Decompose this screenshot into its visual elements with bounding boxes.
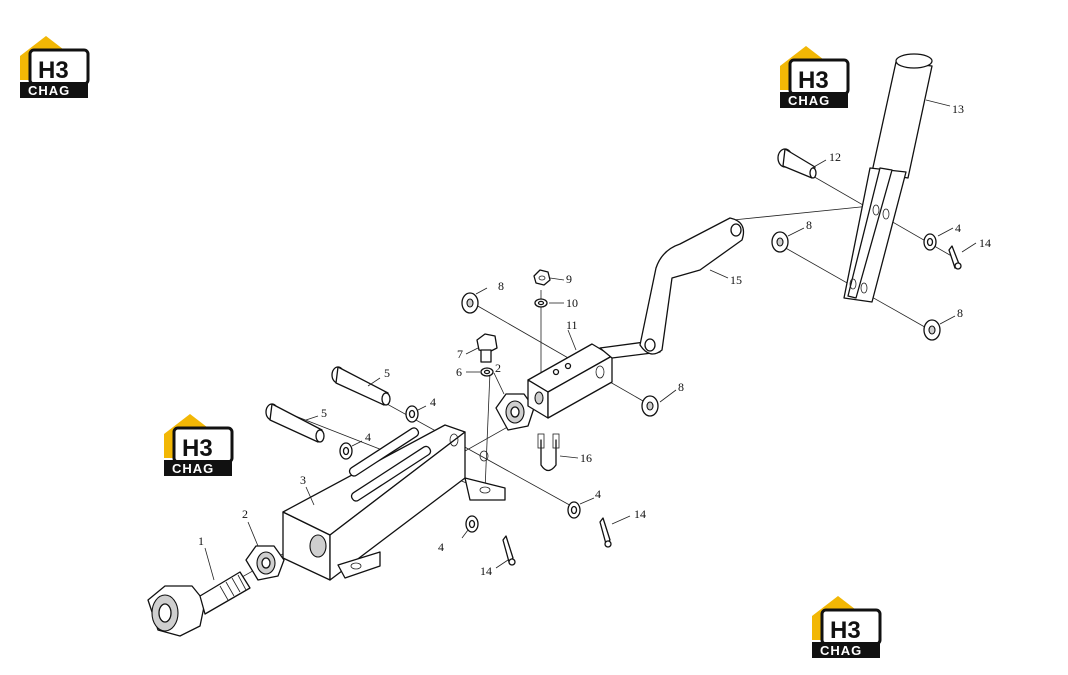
part-2-nut-upper bbox=[495, 393, 535, 431]
callout-4: 4 bbox=[365, 430, 371, 444]
callout-7: 7 bbox=[457, 347, 463, 361]
callout-2: 2 bbox=[495, 361, 501, 375]
callout-15: 15 bbox=[730, 273, 742, 287]
part-10-lock-washer bbox=[534, 298, 548, 308]
callout-14: 14 bbox=[979, 236, 991, 250]
brand-logo-bottomright: H3 CHAG bbox=[810, 594, 882, 660]
cotter-pin-14-b bbox=[599, 517, 612, 548]
callout-14: 14 bbox=[480, 564, 492, 578]
bushing-8-a bbox=[461, 292, 479, 314]
logo-bottom-text: CHAG bbox=[172, 461, 214, 476]
callout-9: 9 bbox=[566, 272, 572, 286]
callout-6: 6 bbox=[456, 365, 462, 379]
bushing-8-d bbox=[923, 319, 941, 341]
bushings-part-8 bbox=[461, 231, 941, 417]
callout-10: 10 bbox=[566, 296, 578, 310]
logo-bottom-text: CHAG bbox=[820, 643, 862, 658]
callout-11: 11 bbox=[566, 318, 578, 332]
callout-8: 8 bbox=[806, 218, 812, 232]
part-6-washer-small bbox=[480, 367, 494, 377]
logo-bottom-text: CHAG bbox=[28, 83, 70, 98]
callout-5: 5 bbox=[321, 406, 327, 420]
part-15-link-arm bbox=[639, 217, 745, 355]
cotter-pin-14-a bbox=[502, 535, 516, 566]
cotter-pin-14-c bbox=[948, 245, 962, 270]
part-12-pin bbox=[777, 148, 817, 179]
callout-4: 4 bbox=[438, 540, 444, 554]
callout-8: 8 bbox=[957, 306, 963, 320]
callout-8: 8 bbox=[678, 380, 684, 394]
callout-labels: 1 2 2 3 4 4 4 4 4 5 5 6 7 8 8 8 8 9 10 1… bbox=[198, 102, 991, 578]
washer-4-b bbox=[339, 442, 353, 460]
bushing-8-b bbox=[641, 395, 659, 417]
bushing-8-c bbox=[771, 231, 789, 253]
brand-logo-midleft: H3 CHAG bbox=[162, 412, 234, 478]
callout-3: 3 bbox=[300, 473, 306, 487]
part-2-nut-lower bbox=[245, 545, 285, 581]
part-11-clevis-block bbox=[527, 339, 661, 419]
part-3-channel-bracket bbox=[282, 424, 506, 581]
callout-4: 4 bbox=[595, 487, 601, 501]
callout-12: 12 bbox=[829, 150, 841, 164]
callout-4: 4 bbox=[430, 395, 436, 409]
part-1-bolt bbox=[147, 571, 251, 637]
logo-bottom-text: CHAG bbox=[788, 93, 830, 108]
part-13-hand-lever bbox=[843, 53, 933, 303]
part-7-bolt-small bbox=[476, 333, 498, 363]
washer-4-d bbox=[567, 501, 581, 519]
logo-top-text: H3 bbox=[38, 57, 69, 84]
washer-4-c bbox=[465, 515, 479, 533]
part-9-nut-small bbox=[533, 269, 551, 286]
callout-5: 5 bbox=[384, 366, 390, 380]
washer-4-e bbox=[923, 233, 937, 251]
callout-16: 16 bbox=[580, 451, 592, 465]
callout-4: 4 bbox=[955, 221, 961, 235]
callout-1: 1 bbox=[198, 534, 204, 548]
callout-8: 8 bbox=[498, 279, 504, 293]
part-16-u-bolt bbox=[537, 433, 560, 472]
brand-logo-topleft: H3 CHAG bbox=[18, 34, 90, 100]
brand-logo-topright: H3 CHAG bbox=[778, 44, 850, 110]
washers-part-4 bbox=[339, 233, 937, 533]
logo-top-text: H3 bbox=[830, 617, 861, 644]
washer-4-a bbox=[405, 405, 419, 423]
callout-13: 13 bbox=[952, 102, 964, 116]
callout-14: 14 bbox=[634, 507, 646, 521]
leader-lines bbox=[204, 99, 977, 581]
part-5-pin-upper bbox=[331, 366, 391, 406]
part-5-pin-lower bbox=[265, 403, 325, 443]
cotter-pins-part-14 bbox=[502, 245, 962, 566]
logo-top-text: H3 bbox=[798, 67, 829, 94]
logo-top-text: H3 bbox=[182, 435, 213, 462]
callout-2: 2 bbox=[242, 507, 248, 521]
